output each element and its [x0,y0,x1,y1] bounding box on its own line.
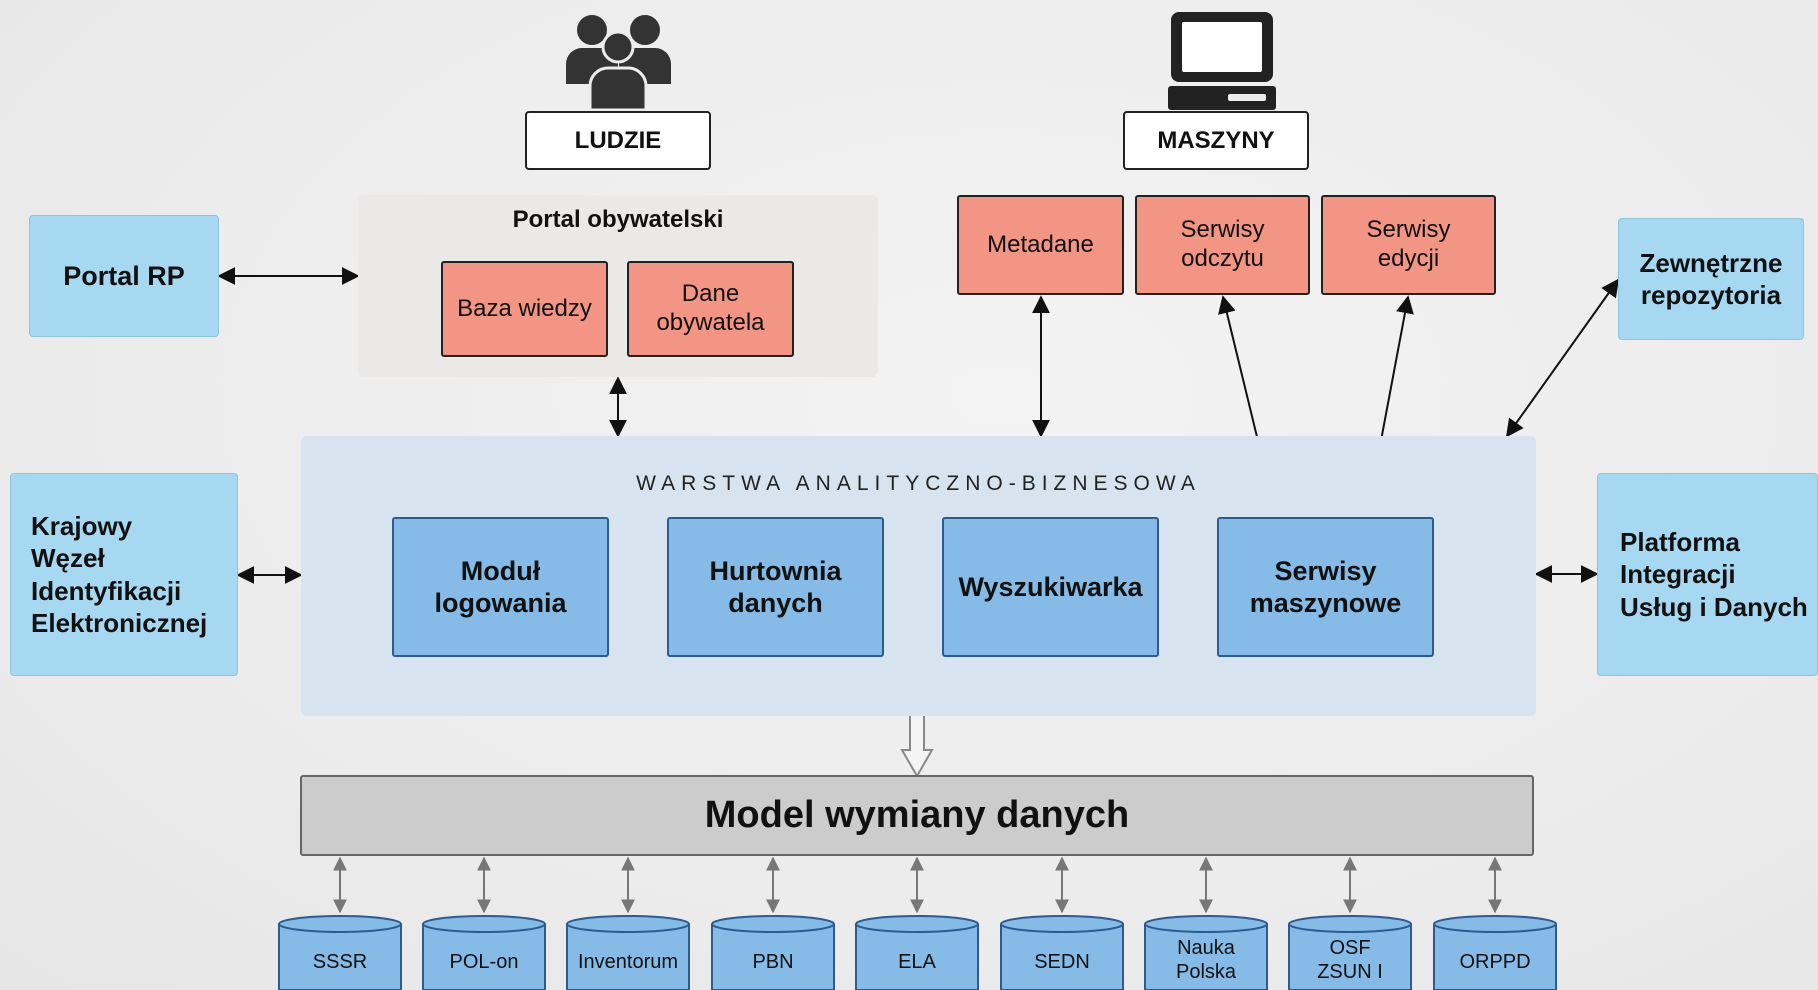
metadane-box[interactable]: Metadane [957,195,1124,295]
db-cylinders [278,915,1557,990]
hurtownia-danych-box[interactable]: Hurtownia danych [667,517,884,657]
db-label-nauka-polska: Nauka Polska [1175,937,1237,983]
arrow-repozytoria-layer [1505,278,1620,438]
db-label-osf-zsun: OSF ZSUN I [1317,937,1383,983]
db-label-orppd: ORPPD [1459,951,1531,973]
modul-logowania-box[interactable]: Moduł logowania [392,517,609,657]
db-cylinder-pbn [711,915,835,990]
model-wymiany-danych-bar[interactable]: Model wymiany danych [300,775,1534,856]
db-label-ela: ELA [898,951,936,973]
portal-obywatelski-title: Portal obywatelski [512,206,724,233]
db-cylinder-ela [855,915,979,990]
machines-label: MASZYNY [1123,111,1309,170]
computer-icon [1168,12,1276,110]
serwisy-edycji-box[interactable]: Serwisy edycji [1321,195,1496,295]
people-group-icon [566,15,671,112]
db-cylinder-osf [1288,915,1412,990]
db-cylinder-orppd [1433,915,1557,990]
serwisy-maszynowe-box[interactable]: Serwisy maszynowe [1217,517,1434,657]
business-layer-title: WARSTWA ANALITYCZNO-BIZNESOWA [636,472,1201,495]
dane-obywatela-box[interactable]: Dane obywatela [627,261,794,357]
db-cylinder-pol-on [422,915,546,990]
db-cylinder-sedn [1000,915,1124,990]
people-label: LUDZIE [525,111,711,170]
krajowy-wezel-box[interactable]: Krajowy Węzeł Identyfikacji Elektroniczn… [10,473,238,676]
platforma-integracji-box[interactable]: Platforma Integracji Usług i Danych [1597,473,1818,676]
db-arrows [333,856,1502,914]
db-cylinder-nauka-polska [1144,915,1268,990]
db-label-inventorum: Inventorum [577,951,679,973]
db-label-sssr: SSSR [312,951,368,973]
wyszukiwarka-box[interactable]: Wyszukiwarka [942,517,1159,657]
db-cylinder-sssr [278,915,402,990]
db-label-sedn: SEDN [1034,951,1090,973]
db-cylinder-inventorum [566,915,690,990]
baza-wiedzy-box[interactable]: Baza wiedzy [441,261,608,357]
serwisy-odczytu-box[interactable]: Serwisy odczytu [1135,195,1310,295]
db-label-pol-on: POL-on [449,951,519,973]
zewnetrzne-repozytoria-box[interactable]: Zewnętrzne repozytoria [1618,218,1804,340]
db-label-pbn: PBN [752,951,794,973]
portal-rp-box[interactable]: Portal RP [29,215,219,337]
